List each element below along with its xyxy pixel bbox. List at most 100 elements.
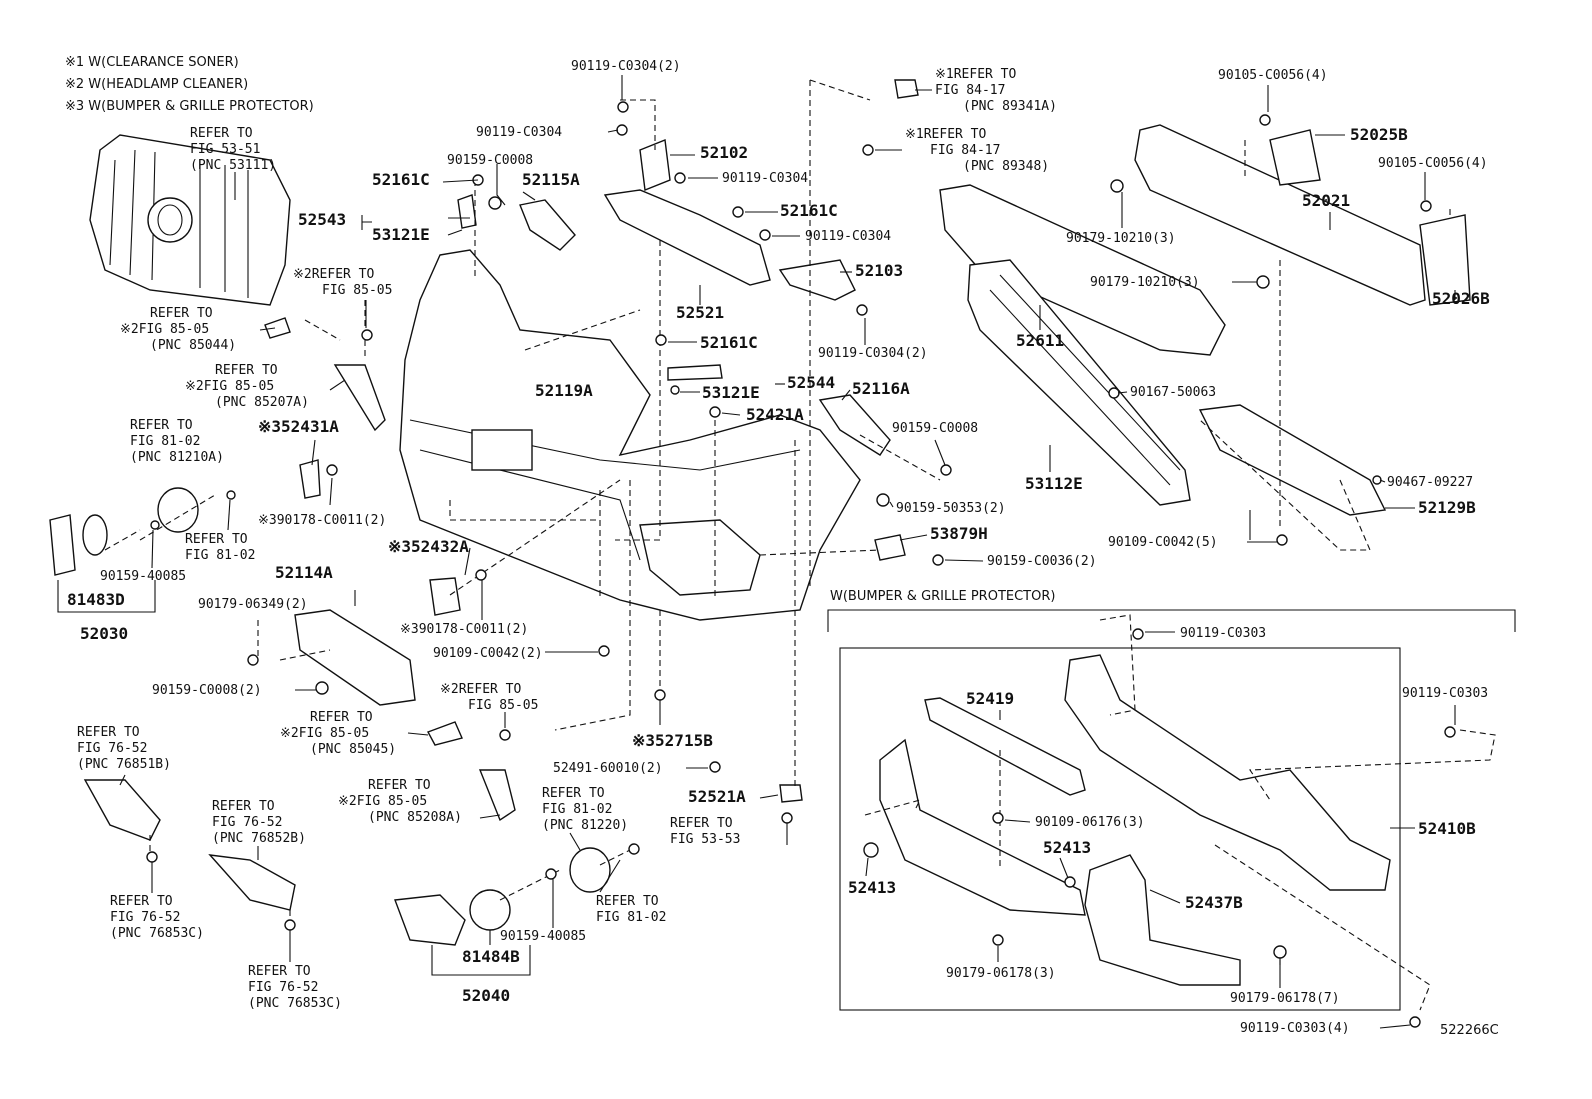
part-label: 90179-10210(3) xyxy=(1090,275,1200,290)
part-label: FIG 85-05 xyxy=(468,698,538,713)
part-label: (PNC 81220) xyxy=(542,818,628,833)
label-leaders xyxy=(119,75,1456,1029)
fasteners xyxy=(146,101,1456,1028)
part-label: (PNC 76851B) xyxy=(77,757,171,772)
part-label: 52161C xyxy=(780,201,838,220)
part-label: 53121E xyxy=(702,383,760,402)
part-label: 90109-C0042(2) xyxy=(433,646,543,661)
part-label: FIG 85-05 xyxy=(322,283,392,298)
part-label: 90159-C0008 xyxy=(447,153,533,168)
part-label: FIG 76-52 xyxy=(248,980,318,995)
part-label: 90159-C0008(2) xyxy=(152,683,262,698)
part-label: 52544 xyxy=(787,373,835,392)
protector-bar-part xyxy=(924,697,1086,796)
part-label: 90159-40085 xyxy=(100,569,186,584)
part-label: ※390178-C0011(2) xyxy=(400,622,528,637)
part-label: 52021 xyxy=(1302,191,1350,210)
part-label: REFER TO xyxy=(190,126,253,141)
protector-lower-part xyxy=(879,738,1086,916)
part-label: 90159-50353(2) xyxy=(896,501,1006,516)
part-label: 53121E xyxy=(372,225,430,244)
part-label: FIG 53-51 xyxy=(190,142,260,157)
part-label: 90119-C0304 xyxy=(722,171,808,186)
part-label: ※2REFER TO xyxy=(293,267,375,282)
part-label: 90119-C0303(4) xyxy=(1240,1021,1350,1036)
part-label: 81483D xyxy=(67,590,125,609)
part-label: (PNC 76853C) xyxy=(110,926,204,941)
part-label: 52030 xyxy=(80,624,128,643)
upper-bracket-part xyxy=(603,189,771,286)
part-label: (PNC 81210A) xyxy=(130,450,224,465)
part-label: (PNC 85044) xyxy=(150,338,236,353)
part-label: (PNC 85207A) xyxy=(215,395,309,410)
part-label: REFER TO xyxy=(110,894,173,909)
part-label: 52114A xyxy=(275,563,333,582)
part-label: 53879H xyxy=(930,524,988,543)
part-label: 52040 xyxy=(462,986,510,1005)
protector-box-title: W(BUMPER & GRILLE PROTECTOR) xyxy=(830,589,1055,604)
part-label: REFER TO xyxy=(542,786,605,801)
part-label: 52521 xyxy=(676,303,724,322)
part-label: 53112E xyxy=(1025,474,1083,493)
part-label: 90119-C0303 xyxy=(1180,626,1266,641)
part-label: 90109-C0042(5) xyxy=(1108,535,1218,550)
part-label: 90179-10210(3) xyxy=(1066,231,1176,246)
part-label: ※352432A xyxy=(388,537,469,556)
part-label: 90119-C0304(2) xyxy=(818,346,928,361)
part-label: 90159-C0036(2) xyxy=(987,554,1097,569)
part-label: 90179-06178(3) xyxy=(946,966,1056,981)
part-label: 52119A xyxy=(535,381,593,400)
part-label: 90119-C0304 xyxy=(805,229,891,244)
part-label: 90119-C0304(2) xyxy=(571,59,681,74)
part-label: 90105-C0056(4) xyxy=(1378,156,1488,171)
part-label: ※2REFER TO xyxy=(440,682,522,697)
notes: ※1 W(CLEARANCE SONER) ※2 W(HEADLAMP CLEA… xyxy=(65,55,314,114)
part-label: 90179-06349(2) xyxy=(198,597,308,612)
part-label: 52026B xyxy=(1432,289,1490,308)
part-label: 52410B xyxy=(1418,819,1476,838)
part-label: 52611 xyxy=(1016,331,1064,350)
part-label: (PNC 85045) xyxy=(310,742,396,757)
part-label: REFER TO xyxy=(368,778,431,793)
part-label: (PNC 76852B) xyxy=(212,831,306,846)
part-label: (PNC 89341A) xyxy=(963,99,1057,114)
fog-lamp-right-part xyxy=(394,894,466,946)
part-label: 52491-60010(2) xyxy=(553,761,663,776)
part-label: ※390178-C0011(2) xyxy=(258,513,386,528)
part-label: FIG 81-02 xyxy=(596,910,666,925)
part-label: (PNC 85208A) xyxy=(368,810,462,825)
part-label: 90167-50063 xyxy=(1130,385,1216,400)
part-label: REFER TO xyxy=(215,363,278,378)
part-label: 52102 xyxy=(700,143,748,162)
part-label: (PNC 53111) xyxy=(190,158,276,173)
part-label: 52437B xyxy=(1185,893,1243,912)
protector-box xyxy=(839,647,1401,1011)
part-label: 52116A xyxy=(852,379,910,398)
part-label: ※2FIG 85-05 xyxy=(185,379,274,394)
part-label: FIG 84-17 xyxy=(930,143,1000,158)
part-label: FIG 81-02 xyxy=(185,548,255,563)
part-label: 52161C xyxy=(372,170,430,189)
note-3: ※3 W(BUMPER & GRILLE PROTECTOR) xyxy=(65,99,314,114)
part-label: ※2FIG 85-05 xyxy=(338,794,427,809)
diagram-id: 522266C xyxy=(1440,1023,1499,1038)
part-label: REFER TO xyxy=(150,306,213,321)
part-label: FIG 76-52 xyxy=(77,741,147,756)
note-1: ※1 W(CLEARANCE SONER) xyxy=(65,55,239,70)
bumper-cover-part xyxy=(399,249,861,621)
part-label: 90159-C0008 xyxy=(892,421,978,436)
absorber-part xyxy=(939,184,1226,356)
part-label: ※1REFER TO xyxy=(935,67,1017,82)
part-label: 90119-C0304 xyxy=(476,125,562,140)
part-label: 90179-06178(7) xyxy=(1230,991,1340,1006)
part-label: REFER TO xyxy=(77,725,140,740)
part-label: FIG 81-02 xyxy=(130,434,200,449)
part-label: REFER TO xyxy=(596,894,659,909)
part-label: 52521A xyxy=(688,787,746,806)
part-label: 90105-C0056(4) xyxy=(1218,68,1328,83)
part-label: REFER TO xyxy=(185,532,248,547)
part-label: 52419 xyxy=(966,689,1014,708)
part-label: ※352431A xyxy=(258,417,339,436)
